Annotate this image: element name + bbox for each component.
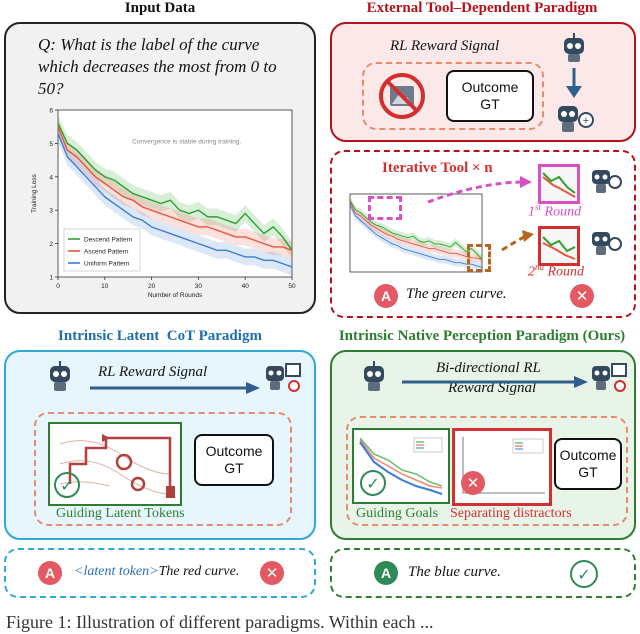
legend-entry: Ascend Pattern [84,249,129,256]
x-tick-label: 50 [288,283,296,290]
robot-icon [364,361,384,391]
svg-text:+: + [583,115,589,127]
latent-answer-text: The red curve. [158,564,240,579]
series-line [349,200,483,260]
input-panel-title: Input Data [124,0,196,16]
y-tick-label: 5 [49,141,53,148]
native-panel: Bi-directional RL Reward Signal ✓ ✕ [330,350,636,540]
iterative-label: Iterative Tool × n [382,160,493,176]
robot-icon-round1 [592,170,622,193]
external-panel: RL Reward Signal Outcome GT + [330,22,636,142]
external-panel-title: External Tool–Dependent Paradigm [366,0,598,16]
series-line [57,123,293,251]
crop-box-1 [368,196,402,220]
x-axis-label: Number of Rounds [148,292,203,299]
round1-label: 1st Round [528,202,582,220]
latent-panel: RL Reward Signal ✓ Guiding Latent Tokens… [4,350,316,540]
native-answer-box: A The blue curve. ✓ [330,548,636,598]
external-outcome-gt: Outcome GT [446,70,534,122]
y-tick-label: 3 [49,208,53,215]
figure-caption: Figure 1: Illustration of different para… [6,612,434,632]
no-image-icon [379,73,425,119]
robot-icon [50,361,70,391]
legend-box [63,228,141,272]
plot-area [349,193,483,273]
check-icon: ✓ [360,470,386,496]
external-tool-box: Outcome GT [362,62,544,130]
y-tick-label: 4 [49,174,53,181]
down-arrow-icon [566,68,582,98]
wrong-icon: ✕ [570,284,594,308]
external-reward-label: RL Reward Signal [390,38,500,54]
crop-arrows [427,176,534,252]
latent-token-map: ✓ [48,422,182,506]
separating-label: Separating distractors [450,506,572,521]
check-icon: ✓ [570,560,598,588]
y-axis-label: Training Loss [31,173,38,213]
guiding-goals-label: Guiding Goals [356,506,439,521]
series-line [349,201,483,260]
native-outcome-gt: Outcome GT [554,438,622,490]
check-icon: ✓ [54,472,80,498]
external-answer: The green curve. [406,286,507,302]
series-line [349,204,483,268]
latent-panel-title: Intrinsic Latent CoT Paradigm [58,328,262,344]
x-tick-label: 0 [56,283,60,290]
answer-badge: A [374,561,398,585]
latent-reward-label: RL Reward Signal [98,364,208,380]
series-line [57,133,293,268]
input-panel: Q: What is the label of the curve which … [4,22,316,314]
latent-inner-box: ✓ Guiding Latent Tokens Outcome GT [34,412,292,526]
robot-icon-round2 [592,232,622,255]
robot-screen-icon [266,363,301,392]
latent-answer-box: A <latent token>The red curve. ✕ [4,548,316,598]
legend-entry: Descend Pattern [84,237,133,244]
native-inner-box: ✓ ✕ Guiding Goals Separating distractors… [346,416,628,526]
crop-box-2 [467,244,491,272]
guiding-goal-chart: ✓ [352,428,450,504]
y-tick-label: 1 [49,275,53,282]
wrong-icon: ✕ [461,471,485,495]
round2-label: 2nd Round [528,262,585,280]
round1-thumbnail [538,164,580,204]
question-text: Q: What is the label of the curve which … [38,35,277,98]
latent-outcome-gt: Outcome GT [194,434,274,486]
legend-entry: Uniform Pattern [84,261,130,268]
round2-thumbnail [538,226,580,266]
answer-badge: A [374,284,398,308]
distractor-chart: ✕ [452,428,552,506]
robot-screen-icon [592,363,627,392]
x-tick-label: 40 [242,283,250,290]
robot-tool-icon: + [558,106,594,132]
wrong-icon: ✕ [260,561,284,585]
native-answer: The blue curve. [408,564,501,580]
latent-answer: <latent token>The red curve. [74,564,239,580]
iterative-mini-chart [349,193,483,273]
x-tick-label: 30 [195,283,203,290]
series-line [57,126,293,251]
iterative-tool-panel: Iterative Tool × n 1st Round 2nd Round A… [330,150,636,318]
latent-token-text: <latent token> [74,564,159,579]
chart-annotation: Convergence is stable during training. [132,138,241,145]
x-tick-label: 20 [148,283,156,290]
robot-icon [564,33,584,62]
bidirectional-arrow-icon [402,376,588,388]
latent-guiding-label: Guiding Latent Tokens [56,506,185,521]
answer-badge: A [38,561,62,585]
x-tick-label: 10 [101,283,109,290]
y-tick-label: 6 [49,108,53,115]
right-arrow-icon [90,382,260,394]
native-panel-title: Intrinsic Native Perception Paradigm (Ou… [338,328,626,344]
native-reward-label-1: Bi-directional RL [436,360,541,376]
native-reward-label-2: Reward Signal [448,380,537,396]
y-tick-label: 2 [49,241,53,248]
